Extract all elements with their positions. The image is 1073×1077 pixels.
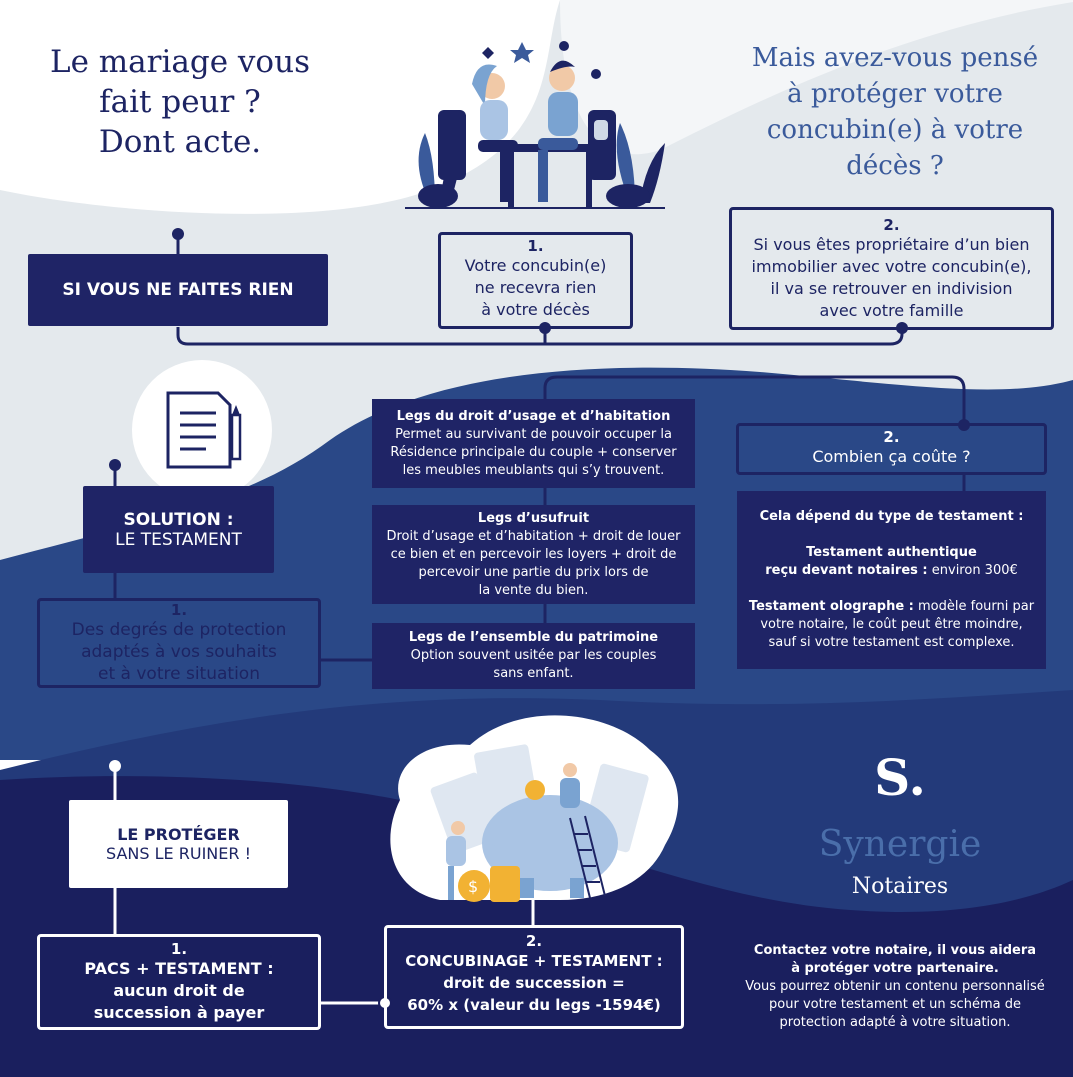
left-title: Le mariage vous fait peur ? Dont acte.	[50, 44, 310, 160]
protect-item-2: 2. CONCUBINAGE + TESTAMENT : droit de su…	[384, 925, 684, 1029]
section-label-protect: LE PROTÉGER SANS LE RUINER !	[69, 800, 288, 888]
legs-usufruit: Legs d’usufruit Droit d’usage et d’habit…	[372, 505, 695, 604]
section-label-solution: SOLUTION : LE TESTAMENT	[83, 486, 274, 573]
brand-logo: S.	[874, 748, 926, 807]
protect-item-1: 1. PACS + TESTAMENT : aucun droit de suc…	[37, 934, 321, 1030]
brand-name: Synergie	[818, 824, 982, 865]
section-label-do-nothing: SI VOUS NE FAITES RIEN	[28, 254, 328, 326]
svg-text:$: $	[468, 877, 478, 896]
do-nothing-item-2: 2. Si vous êtes propriétaire d’un bien i…	[729, 207, 1054, 330]
cost-details: Cela dépend du type de testament : Testa…	[737, 491, 1046, 669]
solution-item-1: 1. Des degrés de protection adaptés à vo…	[37, 598, 321, 688]
couple-illustration	[405, 41, 665, 209]
document-icon	[166, 391, 242, 469]
legs-patrimoine: Legs de l’ensemble du patrimoine Option …	[372, 623, 695, 689]
legs-usage-habitation: Legs du droit d’usage et d’habitation Pe…	[372, 399, 695, 488]
brand-sub: Notaires	[851, 874, 949, 899]
piggy-bank-illustration: $	[430, 744, 649, 902]
contact-text: Contactez votre notaire, il vous aidera …	[745, 943, 1045, 1030]
right-title: Mais avez-vous pensé à protéger votre co…	[751, 43, 1039, 181]
solution-item-2: 2. Combien ça coûte ?	[736, 423, 1047, 475]
do-nothing-item-1: 1. Votre concubin(e) ne recevra rien à v…	[438, 232, 633, 329]
